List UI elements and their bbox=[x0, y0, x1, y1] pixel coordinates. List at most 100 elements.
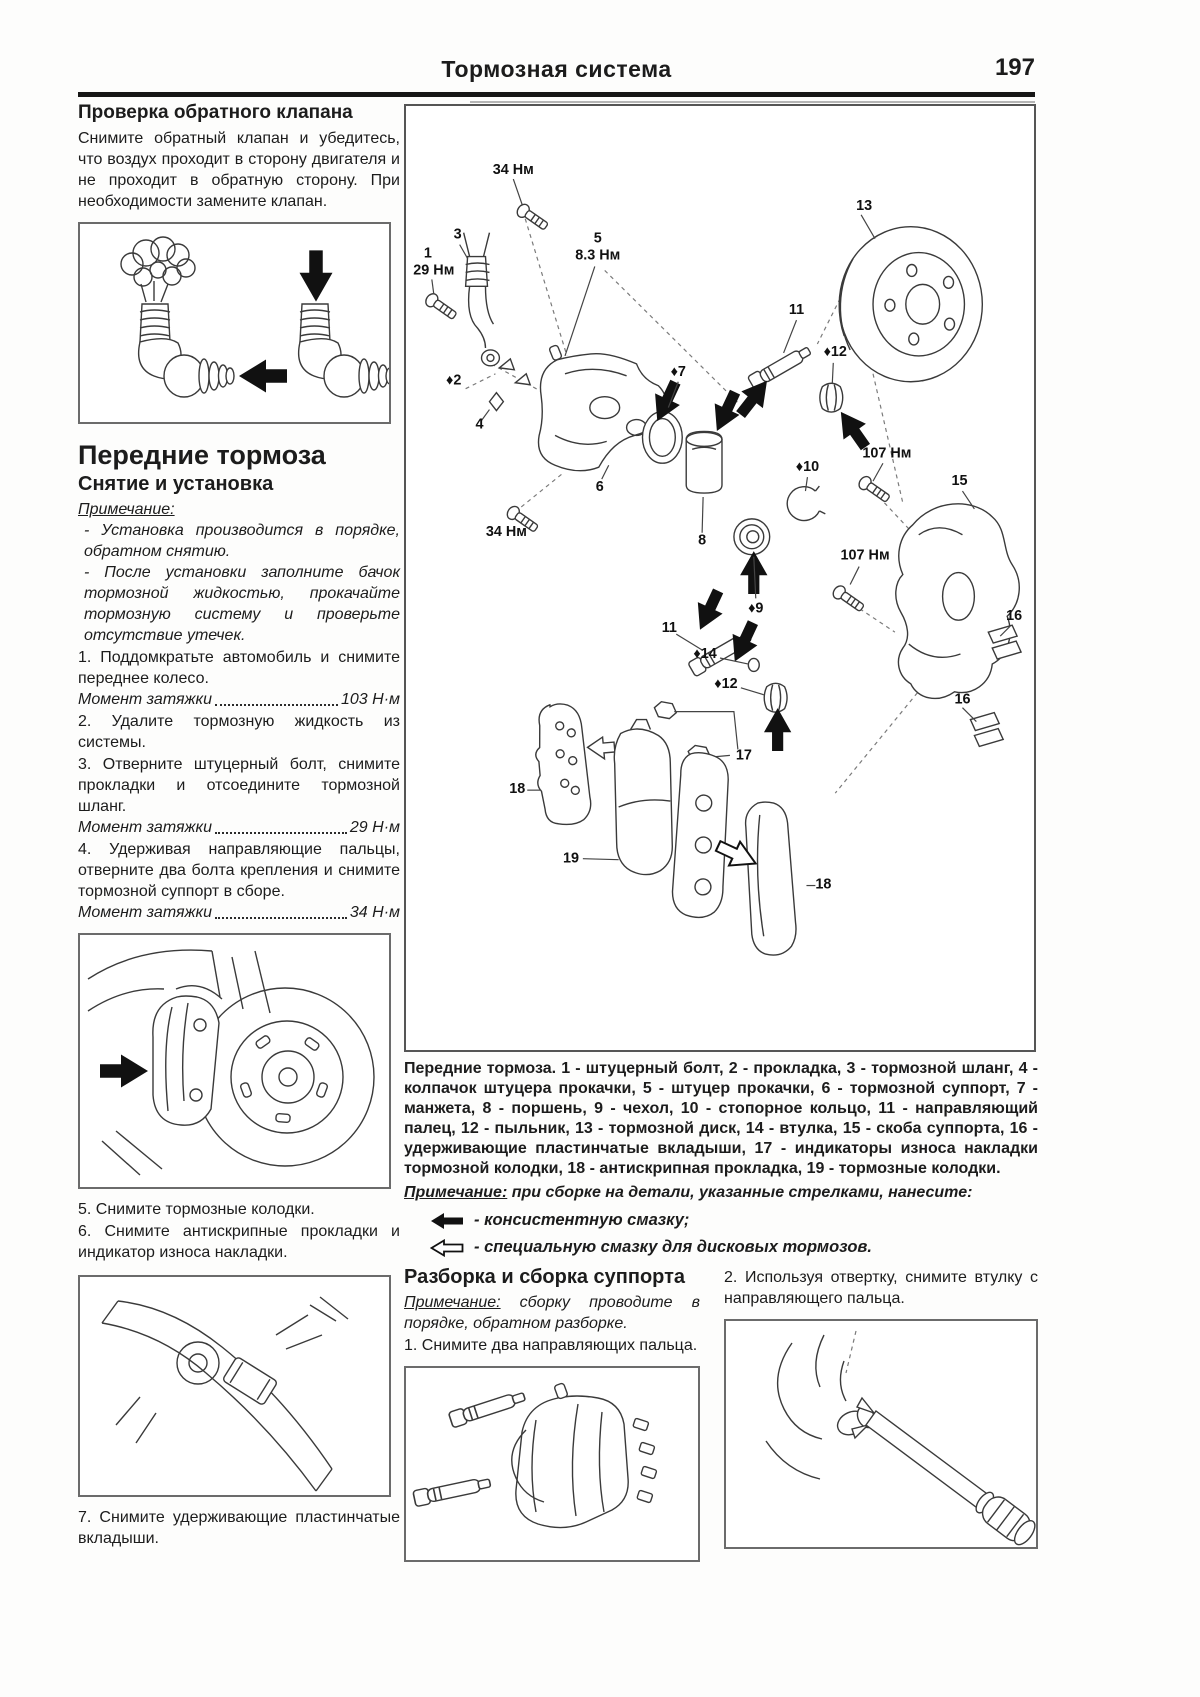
diagram-label: 29 Нм bbox=[413, 262, 454, 278]
brake-pad-inner-drawing bbox=[613, 718, 673, 876]
bushing-lower-drawing bbox=[763, 682, 788, 713]
subsection-removal: Снятие и установка bbox=[78, 473, 274, 495]
bottom-section: Разборка и сборка суппорта Примечание: с… bbox=[404, 1265, 1038, 1562]
diagram-label: 17 bbox=[736, 747, 752, 763]
note-label: Примечание: bbox=[78, 501, 175, 518]
screwdriver-figure bbox=[724, 1319, 1038, 1549]
check-valve-body: Снимите обратный клапан и убедитесь, что… bbox=[78, 130, 400, 210]
diagram-label: 3 bbox=[454, 227, 462, 243]
diagram-label: 4 bbox=[476, 416, 484, 432]
torque-spec-3: Момент затяжки 34 Н·м bbox=[78, 902, 400, 923]
flow-left-arrow-icon bbox=[239, 359, 287, 393]
leader-lines bbox=[431, 178, 1011, 887]
diagram-label: 5 bbox=[594, 231, 602, 247]
figure-note-label: Примечание: bbox=[404, 1184, 508, 1201]
right-column: 34 Нм 13 3 5 8.3 Нм 1 29 Нм 11 ♦12 ♦7 ♦2… bbox=[404, 104, 1038, 1562]
diagram-label: 18 bbox=[815, 877, 831, 893]
header-rule-thin bbox=[470, 101, 1035, 103]
section-title-check-valve: Проверка обратного клапана bbox=[78, 102, 353, 123]
solid-left-arrow-icon bbox=[431, 1212, 463, 1229]
disassembly-column: Разборка и сборка суппорта Примечание: с… bbox=[404, 1265, 700, 1562]
guide-pins-figure bbox=[404, 1366, 700, 1562]
guide-pin-upper-drawing bbox=[746, 342, 814, 392]
disassembly-note-label: Примечание: bbox=[404, 1294, 501, 1311]
front-brake-exploded-illustration: 34 Нм 13 3 5 8.3 Нм 1 29 Нм 11 ♦12 ♦7 ♦2… bbox=[413, 162, 1022, 956]
grease-arrow-icon bbox=[763, 708, 792, 751]
legend-grease-text: - консистентную смазку; bbox=[474, 1211, 690, 1229]
dot-leader bbox=[214, 704, 338, 706]
step-4: 4. Удерживая направляющие пальцы, отверн… bbox=[78, 841, 400, 900]
figure-note-text: при сборке на детали, указанные стрелкам… bbox=[507, 1184, 973, 1201]
hose-bolt-drawing bbox=[514, 201, 551, 234]
diagram-label: ♦14 bbox=[693, 646, 716, 662]
diagram-label: 6 bbox=[596, 479, 604, 495]
brake-hose-drawing bbox=[462, 232, 532, 412]
diagram-label: 8 bbox=[698, 533, 706, 549]
step-2: 2. Удалите тормозную жидкость из системы… bbox=[78, 713, 400, 751]
screwdriver-bushing-illustration bbox=[765, 1330, 1036, 1546]
section-title-disassembly: Разборка и сборка суппорта bbox=[404, 1266, 686, 1288]
legend-disc-grease-text: - специальную смазку для дисковых тормоз… bbox=[474, 1238, 872, 1256]
diagram-label: 13 bbox=[856, 198, 872, 214]
diagram-label: ♦12 bbox=[714, 676, 737, 692]
diagram-label: 16 bbox=[1006, 608, 1022, 624]
check-valve-blocked-drawing bbox=[297, 250, 389, 398]
diagram-label: ♦9 bbox=[748, 600, 763, 616]
antisqueal-shim-right-drawing bbox=[744, 801, 797, 956]
diagram-label: 34 Нм bbox=[486, 524, 527, 540]
antisqueal-shim-left-drawing bbox=[535, 703, 616, 826]
legend-grease: - консистентную смазку; bbox=[430, 1211, 1038, 1230]
torque-label: Момент затяжки bbox=[78, 691, 212, 708]
diagram-label: ♦10 bbox=[796, 459, 819, 475]
diagram-label: 107 Нм bbox=[841, 548, 890, 564]
diagram-label: ♦12 bbox=[824, 344, 847, 360]
page-title: Тормозная система bbox=[441, 56, 672, 82]
disassembly-note-text: сборку проводите в порядке, обратном раз… bbox=[404, 1294, 700, 1332]
torque-spec-2: Момент затяжки 29 Н·м bbox=[78, 817, 400, 838]
step-6: 6. Снимите антискрипные прокладки и инди… bbox=[78, 1223, 400, 1261]
legend-disc-grease: - специальную смазку для дисковых тормоз… bbox=[430, 1238, 1038, 1257]
header-rule bbox=[78, 92, 1035, 97]
dot-leader bbox=[214, 917, 347, 919]
diagram-labels: 34 Нм 13 3 5 8.3 Нм 1 29 Нм 11 ♦12 ♦7 ♦2… bbox=[413, 162, 1022, 892]
bushing-upper-drawing bbox=[819, 382, 844, 413]
diagram-label: 11 bbox=[662, 620, 677, 636]
diagram-label: 8.3 Нм bbox=[575, 248, 620, 264]
flow-down-arrow-icon bbox=[299, 250, 333, 302]
piston-drawing bbox=[685, 430, 723, 494]
torque-label: Момент затяжки bbox=[78, 904, 212, 921]
figure-note: Примечание: при сборке на детали, указан… bbox=[404, 1183, 1038, 1203]
check-valve-figure bbox=[78, 222, 391, 424]
retaining-plate-figure bbox=[78, 1275, 391, 1497]
check-valve-open-drawing bbox=[120, 236, 287, 398]
torque-value: 34 Н·м bbox=[349, 904, 400, 921]
brake-pad-outer-drawing bbox=[671, 752, 729, 919]
diagram-label: ♦2 bbox=[446, 373, 461, 389]
collar-drawing bbox=[747, 657, 760, 673]
disassembly-note: Примечание: сборку проводите в порядке, … bbox=[404, 1292, 700, 1334]
torque-value: 103 Н·м bbox=[341, 691, 400, 708]
caliper-drawing bbox=[537, 344, 668, 472]
retaining-plate-illustration bbox=[101, 1296, 349, 1492]
diagram-label: 1 bbox=[424, 246, 432, 262]
retainer-plates-lower-drawing bbox=[969, 711, 1005, 748]
note-item: - После установки заполните бачок тормоз… bbox=[84, 564, 400, 644]
step-3: 3. Отверните штуцерный болт, снимите про… bbox=[78, 756, 400, 815]
diagram-label: ♦7 bbox=[671, 364, 686, 380]
page-number: 197 bbox=[994, 54, 1035, 81]
diagram-label: 16 bbox=[954, 692, 970, 708]
step-1: 1. Поддомкратьте автомобиль и снимите пе… bbox=[78, 649, 400, 687]
diagram-label: 15 bbox=[951, 473, 967, 489]
bushing-column: 2. Используя отвертку, снимите втулку с … bbox=[724, 1265, 1038, 1562]
torque-spec-1: Момент затяжки 103 Н·м bbox=[78, 689, 400, 710]
exploded-diagram-figure: 34 Нм 13 3 5 8.3 Нм 1 29 Нм 11 ♦12 ♦7 ♦2… bbox=[404, 104, 1036, 1052]
union-bolt-drawing bbox=[422, 290, 460, 323]
diagram-label: 34 Нм bbox=[493, 162, 534, 178]
pointer-arrow-icon bbox=[100, 1054, 148, 1088]
diagram-label: 11 bbox=[789, 302, 804, 318]
boot-drawing bbox=[733, 518, 771, 556]
check-valve-illustration bbox=[120, 236, 389, 398]
caliper-photo-figure bbox=[78, 933, 391, 1189]
note-item: - Установка производится в порядке, обра… bbox=[84, 522, 400, 560]
